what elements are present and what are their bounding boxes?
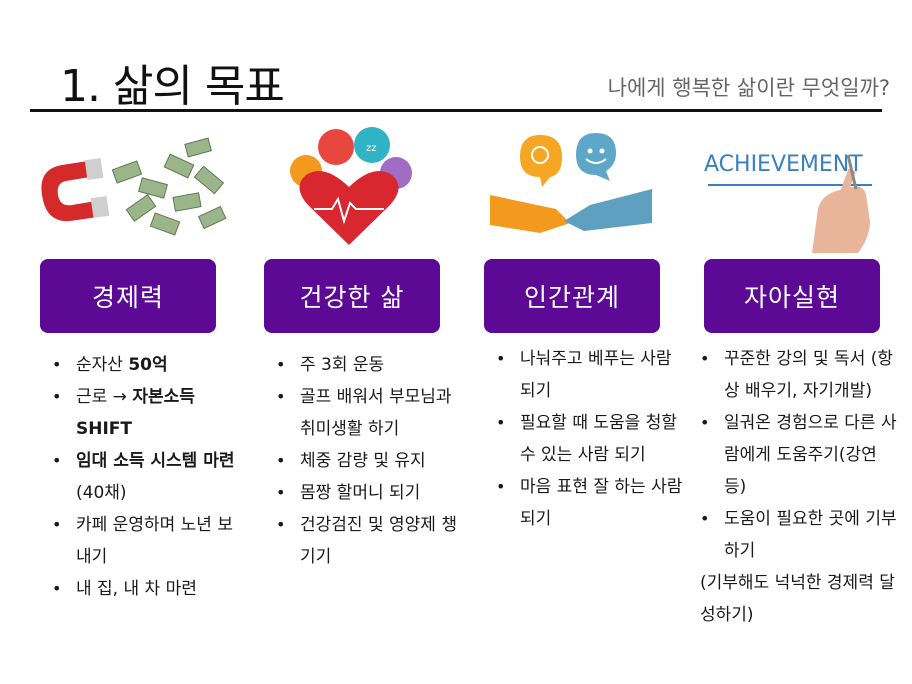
header-relationships: 인간관계 — [484, 259, 660, 333]
page-subtitle: 나에게 행복한 삶이란 무엇일까? — [607, 76, 890, 100]
heart-health-icon: zz — [290, 127, 412, 245]
list-item: 마음 표현 잘 하는 사람 되기 — [496, 471, 684, 535]
health-list: 주 3회 운동 골프 배워서 부모님과 취미생활 하기 체중 감량 및 유지 몸… — [276, 349, 464, 573]
achievement-icon: ACHIEVEMENT — [704, 152, 872, 253]
list-item: 도움이 필요한 곳에 기부하기 — [700, 503, 900, 567]
self-realization-list: 꾸준한 강의 및 독서 (항상 배우기, 자기개발) 일궈온 경험으로 다른 사… — [700, 343, 900, 631]
achievement-text: ACHIEVEMENT — [704, 152, 863, 177]
list-item: 꾸준한 강의 및 독서 (항상 배우기, 자기개발) — [700, 343, 900, 407]
list-item: 주 3회 운동 — [276, 349, 464, 381]
list-item: 일궈온 경험으로 다른 사람에게 도움주기(강연 등) — [700, 407, 900, 503]
svg-text:zz: zz — [366, 143, 377, 154]
header-health: 건강한 삶 — [264, 259, 440, 333]
list-item: 순자산 50억 — [52, 349, 240, 381]
list-item: 필요할 때 도움을 청할 수 있는 사람 되기 — [496, 407, 684, 471]
title-divider — [30, 109, 882, 112]
list-item: 체중 감량 및 유지 — [276, 445, 464, 477]
list-item: 골프 배워서 부모님과 취미생활 하기 — [276, 381, 464, 445]
list-item: 건강검진 및 영양제 챙기기 — [276, 509, 464, 573]
list-item-note: (기부해도 넉넉한 경제력 달성하기) — [700, 573, 895, 625]
magnet-money-icon — [41, 137, 227, 236]
header-self-realization: 자아실현 — [704, 259, 880, 333]
handshake-icon — [490, 133, 652, 233]
list-item: 내 집, 내 차 마련 — [52, 573, 240, 605]
list-item: 몸짱 할머니 되기 — [276, 477, 464, 509]
list-item: 임대 소득 시스템 마련 (40채) — [52, 445, 240, 509]
list-item: 카페 운영하며 노년 보내기 — [52, 509, 240, 573]
header-economy: 경제력 — [40, 259, 216, 333]
economy-list: 순자산 50억 근로 → 자본소득 SHIFT 임대 소득 시스템 마련 (40… — [52, 349, 240, 605]
page-title: 1. 삶의 목표 — [60, 61, 285, 112]
relationships-list: 나눠주고 베푸는 사람 되기 필요할 때 도움을 청할 수 있는 사람 되기 마… — [496, 343, 684, 535]
list-item: 근로 → 자본소득 SHIFT — [52, 381, 240, 445]
list-item: 나눠주고 베푸는 사람 되기 — [496, 343, 684, 407]
